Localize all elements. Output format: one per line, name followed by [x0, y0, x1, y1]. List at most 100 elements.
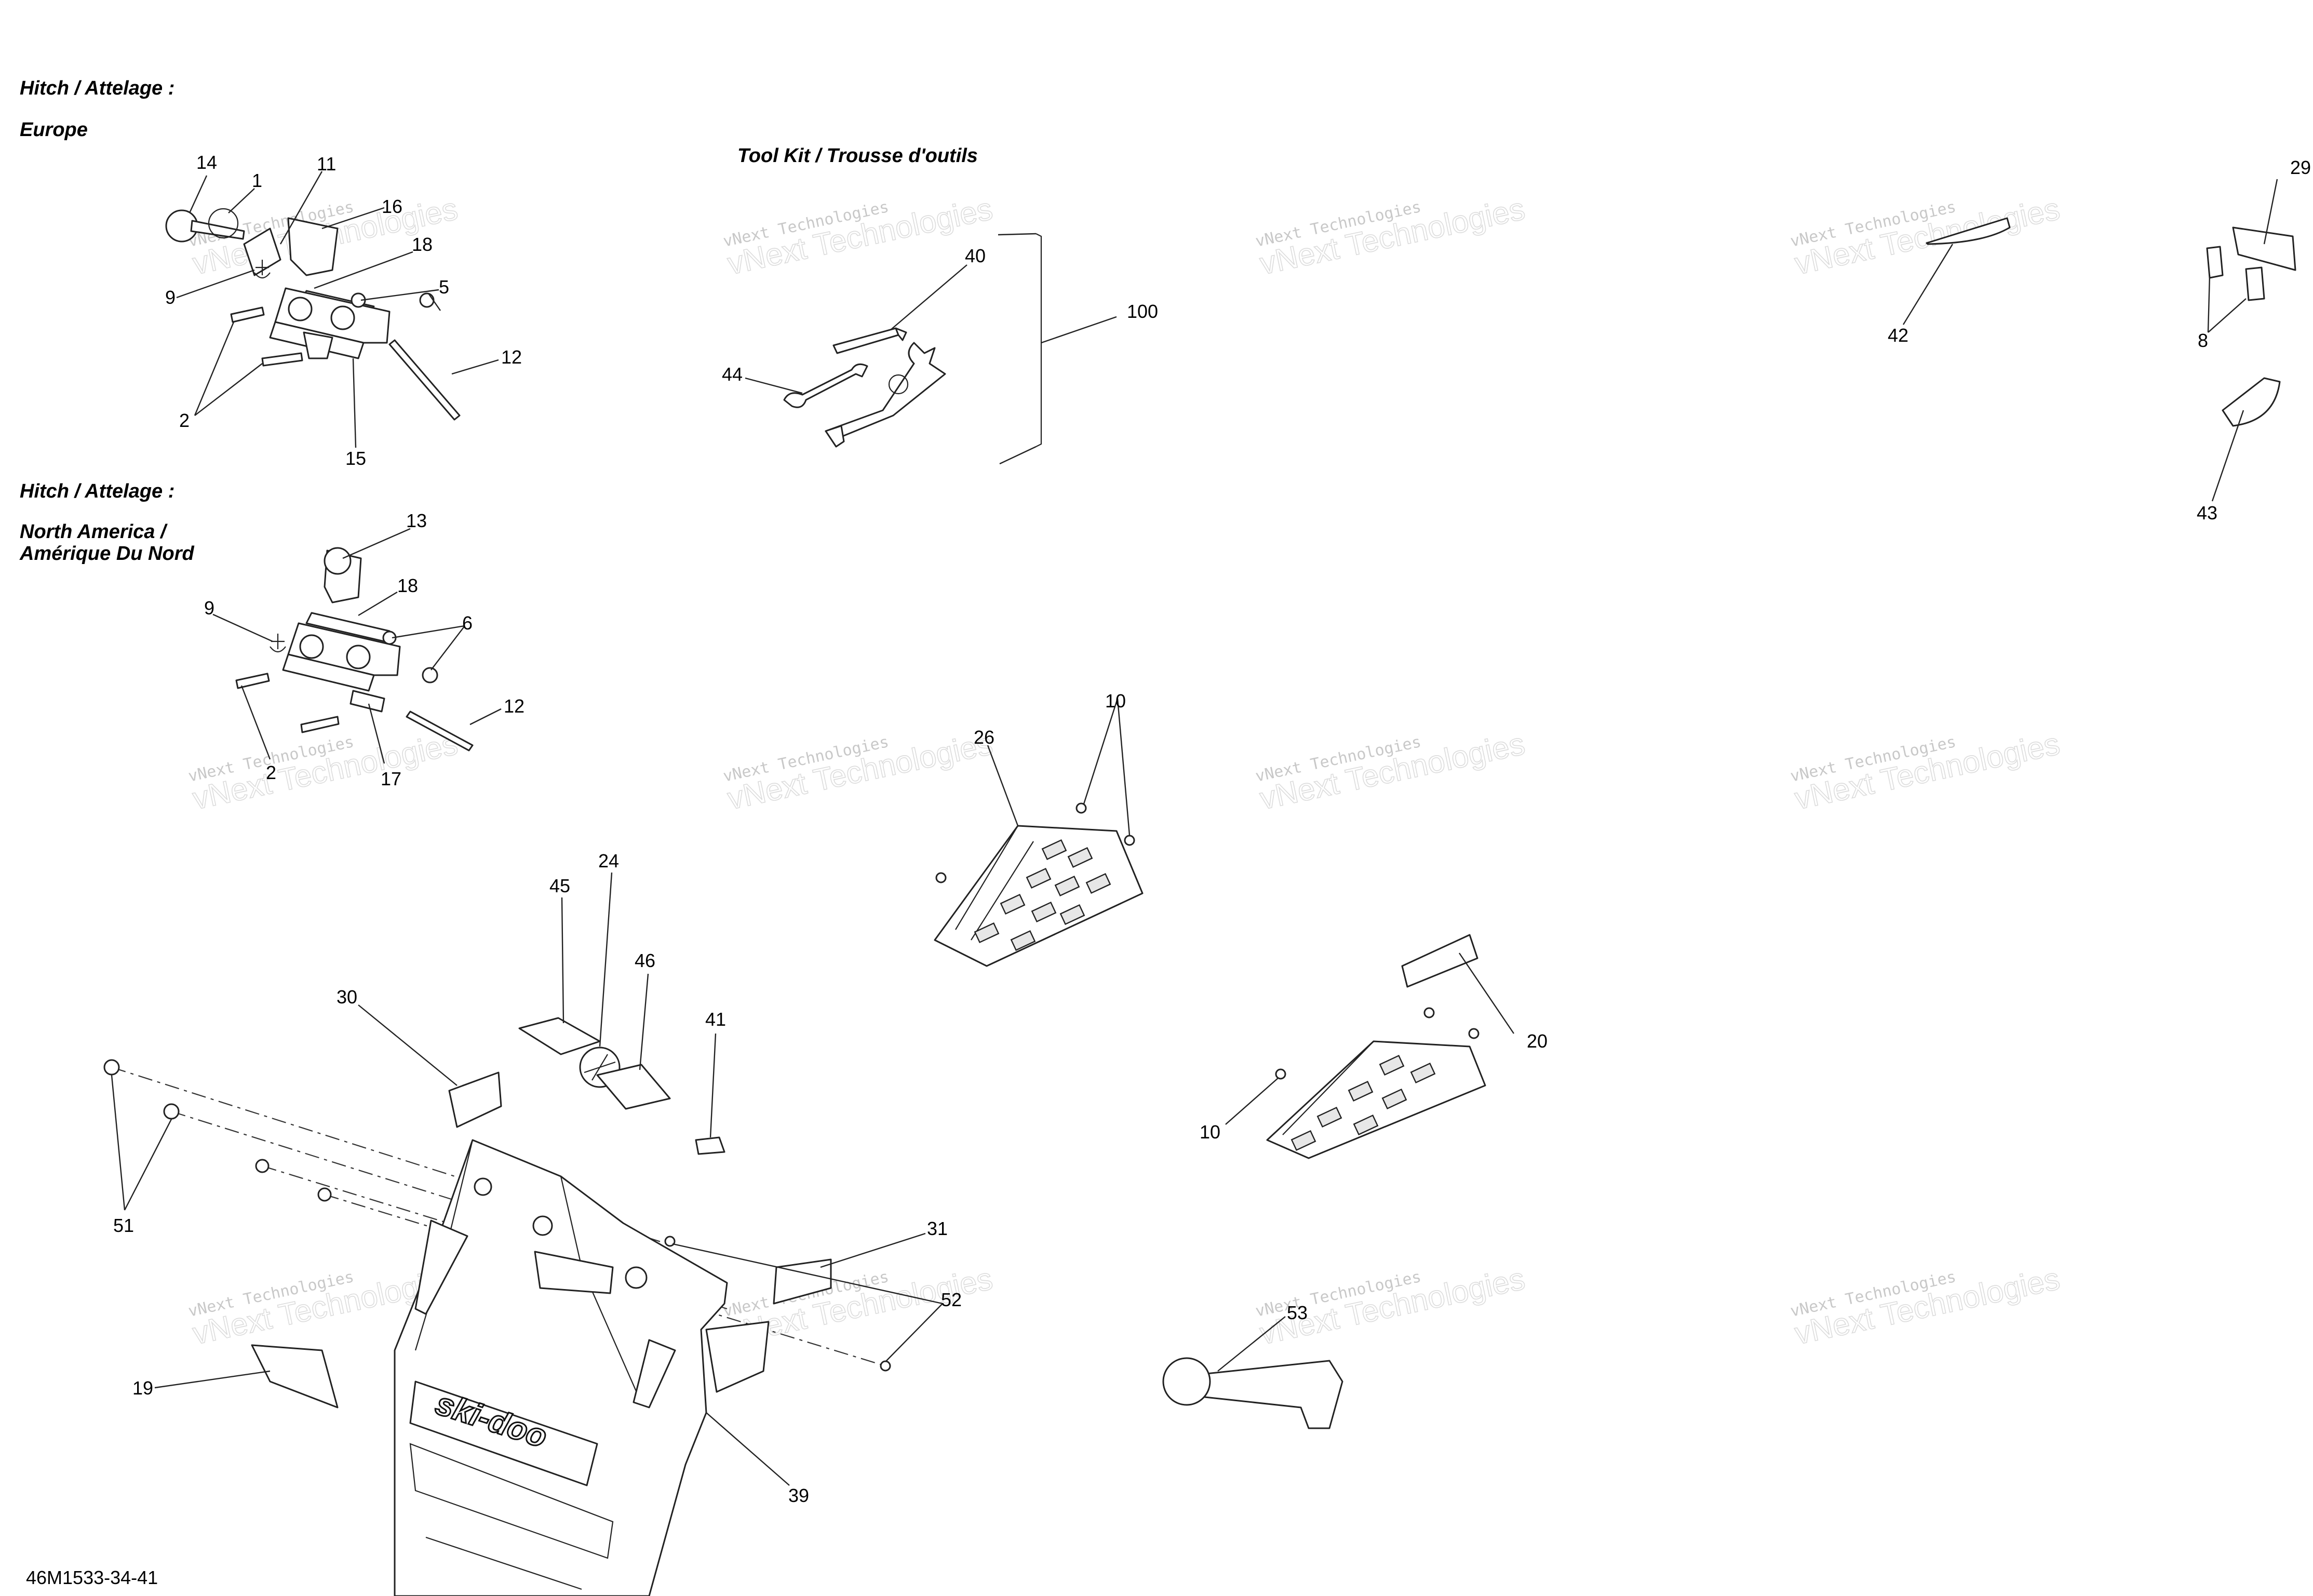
part-number: 14 — [196, 152, 217, 173]
leader-line — [2263, 179, 2278, 245]
screw-10 — [1423, 1007, 1435, 1018]
bolt-2 — [261, 352, 303, 367]
footrest-edge — [1282, 1041, 1374, 1135]
leader-line — [358, 1004, 458, 1086]
watermark: vNext Technologies vNext Technologies — [721, 191, 996, 281]
leader-line — [1217, 1316, 1286, 1372]
leader-line — [890, 264, 967, 330]
bracket-13-roll — [324, 547, 352, 575]
watermark: vNext Technologies vNext Technologies — [1254, 1260, 1528, 1351]
decal-19 — [251, 1344, 339, 1409]
group-bracket-arms — [998, 233, 1037, 465]
leader-line — [639, 973, 649, 1070]
spanner-end — [825, 425, 845, 448]
part-number: 15 — [345, 448, 366, 469]
footrest-slot — [1410, 1062, 1436, 1084]
footrest-slot — [1059, 904, 1085, 926]
brand-badge — [409, 1380, 598, 1486]
leader-line — [360, 289, 439, 301]
part-number: 10 — [1200, 1121, 1220, 1143]
footrest-slot — [1067, 847, 1093, 868]
spanner-tool — [825, 342, 946, 440]
footrest-slot — [1379, 1054, 1405, 1076]
cover-29 — [2232, 226, 2296, 271]
bolt-2 — [235, 673, 270, 689]
section-title-hitch-na: Hitch / Attelage : — [20, 480, 174, 502]
leader-line — [987, 745, 1019, 826]
part-number: 10 — [1105, 690, 1126, 712]
section-region-europe: Europe — [20, 119, 88, 141]
leader-line — [342, 528, 411, 559]
group-bracket — [1036, 233, 1042, 447]
leader-line — [1459, 953, 1514, 1034]
hood-grille-line — [425, 1536, 582, 1590]
section-title-hitch-europe: Hitch / Attelage : — [20, 77, 174, 99]
leader-line — [194, 321, 263, 416]
part-number: 31 — [927, 1218, 948, 1239]
leader-line — [279, 171, 323, 245]
section-region-na-line2: Amérique Du Nord — [19, 543, 194, 565]
hex-key-40-end — [895, 327, 907, 341]
leader-line — [176, 269, 255, 299]
hitch-roller — [299, 634, 324, 659]
part-number: 44 — [722, 364, 743, 385]
watermark: vNext Technologies vNext Technologies — [1254, 726, 1528, 816]
part-number: 12 — [501, 346, 522, 368]
leader-line — [706, 1412, 790, 1486]
decal-46 — [596, 1064, 671, 1110]
decal-43 — [2222, 377, 2281, 427]
part-number: 2 — [179, 410, 190, 431]
leader-line — [1041, 316, 1117, 344]
leader-line — [1225, 1077, 1279, 1125]
screw-10 — [1275, 1068, 1286, 1080]
wrench-44 — [783, 363, 868, 408]
part-number: 100 — [1127, 301, 1158, 322]
part-number: 6 — [462, 612, 473, 634]
footrest-slot — [1348, 1080, 1374, 1102]
watermark: vNext Technologies vNext Technologies — [1788, 1260, 2063, 1351]
footrest-slots — [1290, 1054, 1436, 1151]
hood-vent — [534, 1251, 614, 1294]
plate-17 — [349, 690, 385, 713]
leader-line — [745, 377, 803, 394]
decal-42 — [1926, 217, 2011, 245]
leader-line — [314, 251, 413, 289]
screw-52 — [880, 1360, 891, 1372]
part-number: 39 — [788, 1485, 809, 1506]
leader-line — [1902, 244, 1954, 325]
leader-line — [240, 685, 271, 760]
footrest-slots — [974, 839, 1111, 951]
footrest-assembly: 10 26 20 10 — [934, 690, 1548, 1159]
part-number: 43 — [2197, 502, 2217, 524]
part-number: 16 — [382, 196, 402, 217]
footrest-slot — [1316, 1106, 1342, 1128]
leader-line — [599, 872, 613, 1047]
leader-line — [672, 1243, 943, 1362]
footrest-slot — [1010, 930, 1036, 951]
front-nose-assembly: ski-doo 24 45 46 41 30 51 31 52 — [103, 850, 1343, 1596]
hood-grille — [409, 1443, 614, 1559]
decal-assembly: 42 29 8 43 — [1888, 157, 2311, 524]
part-number: 41 — [705, 1009, 726, 1030]
part-number: 42 — [1888, 325, 1908, 346]
screw-10 — [1075, 802, 1087, 814]
nut-6 — [422, 667, 438, 683]
leader-line — [428, 293, 441, 311]
part-number: 18 — [412, 234, 433, 255]
part-number: 45 — [549, 875, 570, 896]
part-number: 52 — [941, 1289, 962, 1310]
part-number: 30 — [337, 986, 357, 1008]
footrest-slot — [1031, 901, 1057, 923]
leader-line — [709, 1033, 717, 1138]
footrest-slot — [1054, 875, 1080, 897]
hidden-line — [171, 1110, 520, 1222]
part-number: 12 — [504, 695, 525, 717]
diagram-reference-code: 46M1533-34-41 — [26, 1567, 158, 1588]
screw-51 — [103, 1059, 120, 1076]
hood-39 — [394, 1139, 728, 1596]
hood-screw — [532, 1215, 553, 1236]
clip-8 — [2245, 266, 2265, 301]
watermark: vNext Technologies vNext Technologies — [1788, 726, 2063, 816]
decal-24-mark — [584, 1054, 616, 1081]
